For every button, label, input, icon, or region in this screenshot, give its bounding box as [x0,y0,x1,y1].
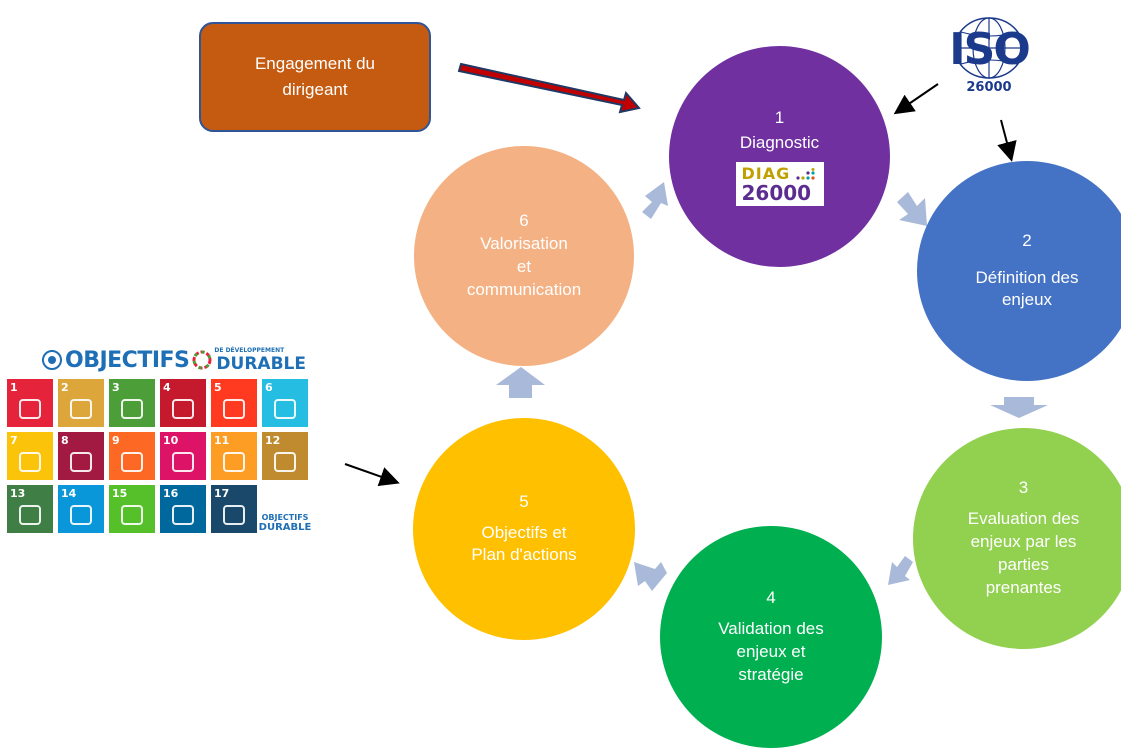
cycle-arrow-2-3 [990,397,1048,418]
sdg-goal-number: 7 [10,434,18,447]
engagement-box: Engagement du dirigeant [199,22,431,132]
sdg-goal-icon [19,452,41,472]
sdg-goal-tile: 13 [7,485,53,533]
sdg-goal-number: 11 [214,434,230,447]
sdg-goal-tile: 8 [58,432,104,480]
sdg-goal-icon [223,452,245,472]
sdg-goal-icon [70,452,92,472]
step-label: Validation des enjeux et stratégie [718,619,824,684]
sdg-goal-tile: 16 [160,485,206,533]
sdg-goal-number: 12 [265,434,281,447]
sdg-goal-number: 4 [163,381,171,394]
step-label: Diagnostic [739,132,820,152]
sdg-goal-tile: 15 [109,485,155,533]
sdg-goal-icon [172,399,194,419]
sdg-goal-tile: 7 [7,432,53,480]
sdg-title: OBJECTIFS DE DÉVELOPPEMENT DURABLE [42,346,306,374]
iso-26000-logo: ISO 26000 [941,10,1037,102]
step-number: 6 [519,211,529,231]
diag-26000-logo: DIAG 26000 [735,162,824,207]
step-label: Evaluation des enjeux par les parties pr… [967,509,1080,597]
sdg-goal-icon [274,399,296,419]
sdg-goal-tile: 1 [7,379,53,427]
engagement-arrow [457,62,641,114]
sdg-goal-tile: 14 [58,485,104,533]
sdg-goal-tile: 9 [109,432,155,480]
sdg-goal-number: 3 [112,381,120,394]
un-emblem-icon [42,350,62,370]
sdg-goal-number: 5 [214,381,222,394]
step-definition-circle[interactable]: 2 Définition des enjeux [917,161,1121,381]
sdg-goal-number: 16 [163,487,179,500]
sdg-goal-icon [19,505,41,525]
globe-icon [954,17,1024,79]
cycle-arrow-6-1 [642,182,668,219]
sdg-goal-number: 9 [112,434,120,447]
sdg-goal-tile: 2 [58,379,104,427]
sdg-goal-tile: 3 [109,379,155,427]
step-diagnostic-circle[interactable]: 1 Diagnostic DIAG 26000 [669,46,890,267]
sdg-goal-icon [223,505,245,525]
sdg-goal-icon [19,399,41,419]
sdg-goal-icon [70,399,92,419]
sdg-goal-number: 1 [10,381,18,394]
iso-to-definition-arrow [997,119,1017,162]
step-evaluation-circle[interactable]: 3 Evaluation des enjeux par les parties … [913,428,1121,649]
sdg-goal-number: 15 [112,487,128,500]
sdg-goal-icon [172,505,194,525]
step-label: Objectifs et Plan d'actions [471,522,577,565]
sdg-goal-tile: 10 [160,432,206,480]
sdg-goal-icon [70,505,92,525]
iso-number: 26000 [966,80,1012,95]
sdg-goal-number: 8 [61,434,69,447]
cycle-arrow-1-2 [897,192,927,226]
diag-dots-icon [795,168,815,181]
sdg-goal-icon [121,452,143,472]
sdg-goal-number: 13 [10,487,26,500]
cycle-arrow-3-4 [888,556,913,585]
sdg-goal-icon [274,452,296,472]
sdg-goal-icon [121,505,143,525]
step-number: 1 [774,107,785,127]
step-number: 4 [766,588,776,608]
sdg-goal-icon [121,399,143,419]
sdg-goal-tile: 11 [211,432,257,480]
sdg-goal-icon [223,399,245,419]
sdg-wheel-icon [192,350,212,370]
sdg-goal-tile: 4 [160,379,206,427]
sdg-goal-icon [172,452,194,472]
sdg-goal-tile: 5 [211,379,257,427]
iso-to-diagnostic-arrow [893,83,939,115]
step-number: 5 [519,491,529,511]
iso-text: ISO [949,24,1030,75]
sdg-goal-tile: 17 [211,485,257,533]
step-valorisation-circle[interactable]: 6 Valorisation et communication [414,146,634,366]
sdg-goal-number: 10 [163,434,179,447]
cycle-arrow-4-5 [634,562,667,591]
sdg-goal-number: 17 [214,487,230,500]
sdg-to-objectifs-arrow [344,463,400,487]
step-label: Définition des enjeux [975,267,1079,310]
step-number: 2 [1022,230,1032,250]
sdg-goal-number: 14 [61,487,77,500]
cycle-arrow-5-6 [496,367,545,398]
sdg-goal-number: 6 [265,381,273,394]
step-objectifs-circle[interactable]: 5 Objectifs et Plan d'actions [413,418,635,640]
sdg-goal-number: 2 [61,381,69,394]
step-label: Valorisation et communication [466,234,582,299]
sdg-goal-tile: 12 [262,432,308,480]
step-validation-circle[interactable]: 4 Validation des enjeux et stratégie [660,526,882,748]
sdg-goal-tile: 6 [262,379,308,427]
step-number: 3 [1018,478,1029,498]
